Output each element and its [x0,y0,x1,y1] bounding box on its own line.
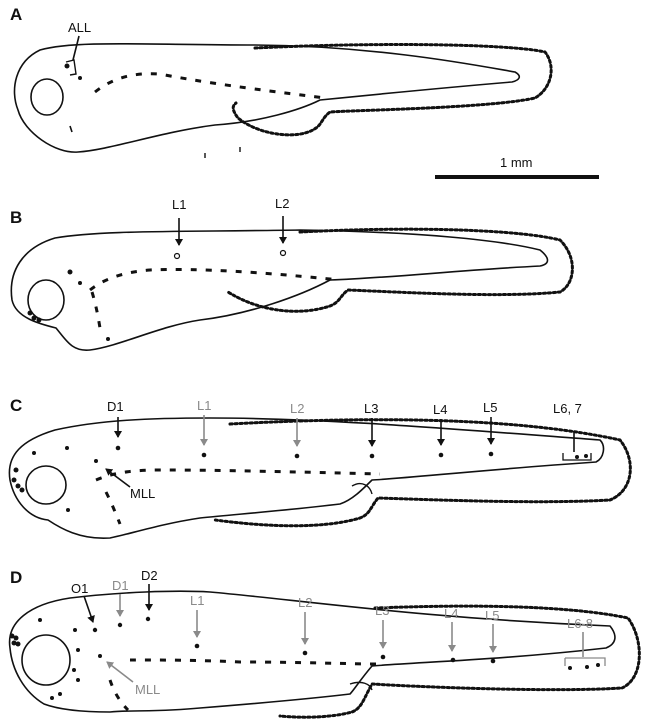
panel-a-tick [70,126,72,132]
panel-b-neuromast [28,311,33,316]
panel-d-neuromast-l6 [568,666,572,670]
panel-b-neuromast [68,270,73,275]
panel-d-label-l4: L4 [444,606,458,621]
panel-b-label-l2: L2 [275,196,289,211]
panel-d-label-l2: L2 [298,595,312,610]
panel-a-neuromast [78,76,82,80]
panel-c-label-l67: L6, 7 [553,401,582,416]
panel-c-label-l5: L5 [483,400,497,415]
panel-c: C D1 L1 L2 L3 L4 L5 [9,396,630,538]
panel-c-neuromast-l6 [575,455,579,459]
panel-c-neuromast [32,451,36,455]
panel-c-neuromast-d1 [116,446,121,451]
panel-c-neuromast-l4 [439,453,444,458]
panel-d-label-d2: D2 [141,568,158,583]
panel-d-neuromast [72,668,76,672]
panel-c-letter: C [10,396,22,415]
panel-d-arrow-o1 [84,596,93,622]
panel-d-neuromast-l3 [381,655,386,660]
panel-d-label-l5: L5 [485,608,499,623]
panel-d-neuromast-l7 [585,665,589,669]
panel-d-neuromast-l2 [303,651,308,656]
panel-c-ventral-line [106,492,120,524]
panel-c-neuromast-l1 [202,453,207,458]
panel-b-lateral-line [90,269,340,290]
panel-d-neuromast [50,696,54,700]
panel-d-neuromast-d1 [118,623,122,627]
panel-b-neuromast-l2 [281,251,286,256]
scale-bar: 1 mm [435,155,599,177]
scale-bar-label: 1 mm [500,155,533,170]
panel-c-neuromast [12,478,17,483]
panel-d-eye [22,635,70,685]
panel-b-neuromast [106,337,110,341]
panel-c-neuromast [16,484,21,489]
panel-d-label-l1: L1 [190,593,204,608]
panel-c-label-l2: L2 [290,401,304,416]
panel-b-letter: B [10,208,22,227]
panel-b: B L1 L2 [10,196,572,350]
panel-c-label-l1: L1 [197,398,211,413]
panel-d-neuromast-l1 [195,644,200,649]
panel-c-neuromast [66,508,70,512]
panel-b-neuromast [37,318,42,323]
panel-b-eye [28,280,64,320]
panel-d-neuromast [98,654,102,658]
panel-a-all-pointer [73,36,79,60]
panel-b-neuromast [78,281,82,285]
panel-d-neuromast [73,628,77,632]
panel-a-body-outline [14,44,519,152]
panel-a-lateral-line [95,74,325,98]
panel-b-neuromast-l1 [175,254,180,259]
panel-a-neuromast [65,64,70,69]
panel-d-label-mll: MLL [135,682,160,697]
panel-d-label-d1: D1 [112,578,129,593]
panel-c-neuromast [65,446,69,450]
panel-d-neuromast-d2 [146,617,150,621]
panel-c-neuromast [14,468,19,473]
panel-a-letter: A [10,5,22,24]
panel-d-label-l3: L3 [375,603,389,618]
panel-b-label-l1: L1 [172,197,186,212]
panel-a: A ALL [10,5,551,158]
panel-c-neuromast [94,459,98,463]
panel-b-neuromast [32,316,37,321]
panel-c-label-l3: L3 [364,401,378,416]
panel-d-neuromast [16,642,21,647]
panel-a-label-all: ALL [68,20,91,35]
panel-c-label-l4: L4 [433,402,447,417]
panel-d-neuromast [14,636,19,641]
panel-c-label-mll: MLL [130,486,155,501]
panel-b-ventral-line [92,292,100,328]
panel-c-neuromast-l2 [295,454,300,459]
panel-d-lateral-line [130,660,380,664]
panel-d-neuromast-l5 [491,659,496,664]
panel-c-lateral-line [96,470,380,480]
panel-d-neuromast [58,692,62,696]
panel-d-label-l68: L6-8 [567,616,593,631]
panel-c-label-d1: D1 [107,399,124,414]
panel-d: D [10,568,640,717]
panel-d-arrow-mll [107,662,133,682]
panel-c-neuromast-l7 [584,454,588,458]
panel-d-neuromast [76,678,80,682]
panel-d-ventral-line [110,680,128,710]
panel-a-eye [31,79,63,115]
panel-d-label-o1: O1 [71,581,88,596]
panel-d-neuromast-o1 [93,628,97,632]
panel-d-neuromast [76,648,80,652]
panel-d-neuromast [38,618,42,622]
panel-c-neuromast-l3 [370,454,375,459]
panel-b-fin-fold [228,229,572,311]
panel-d-letter: D [10,568,22,587]
panel-d-neuromast-l8 [596,663,600,667]
panel-a-fin-fold [233,45,551,135]
panel-c-neuromast-l5 [489,452,494,457]
panel-c-neuromast [20,488,25,493]
panel-d-neuromast-l4 [451,658,456,663]
panel-c-eye [26,466,66,504]
